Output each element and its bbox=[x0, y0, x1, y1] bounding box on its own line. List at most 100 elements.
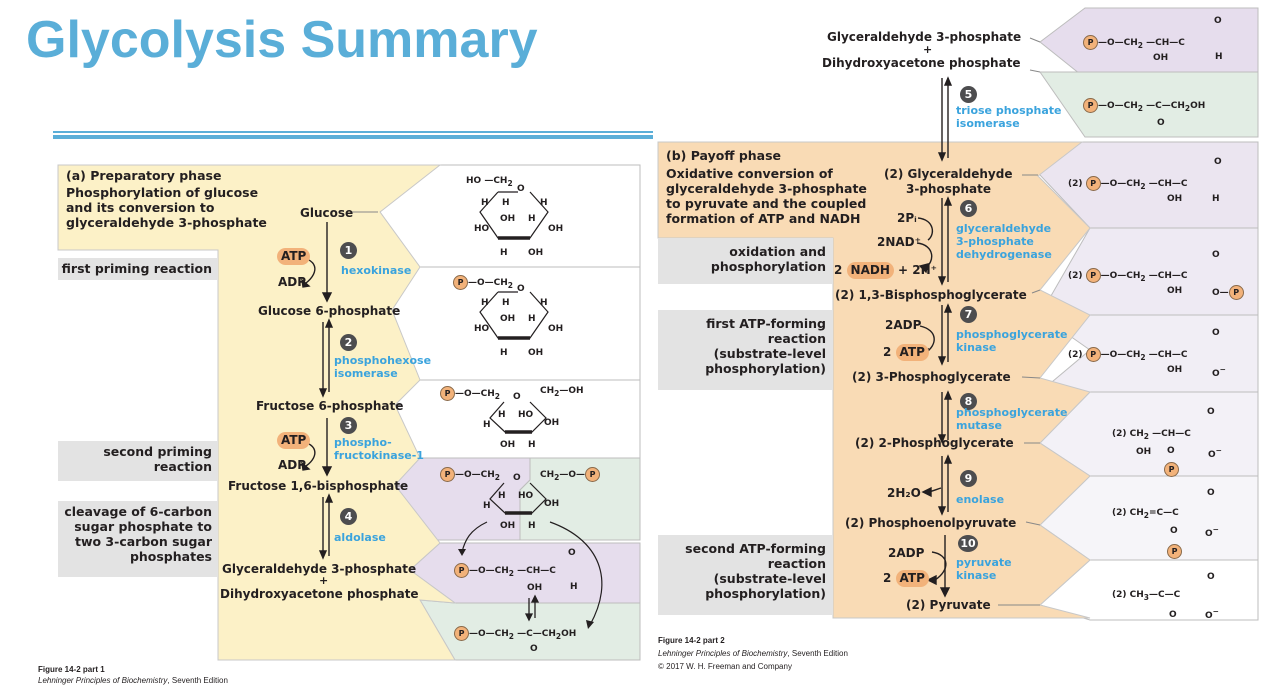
structure-atom-label: H bbox=[528, 521, 536, 531]
diagram-shape bbox=[931, 551, 947, 581]
metabolite-pyruvate: (2) Pyruvate bbox=[906, 598, 991, 612]
phosphate-group-icon: P bbox=[1164, 462, 1179, 477]
enzyme-pyruvate-kinase-1: pyruvate bbox=[956, 556, 1012, 569]
enzyme-pgk-1: phosphoglycerate bbox=[956, 328, 1068, 341]
water-output: 2H₂O bbox=[887, 486, 921, 500]
structure-atom-label: H bbox=[540, 298, 548, 308]
structure-atom-label: HO bbox=[474, 224, 490, 234]
top-metabolite-dhap: Dihydroxyacetone phosphate bbox=[822, 56, 1021, 70]
structure-atom-label: O bbox=[513, 392, 521, 402]
metabolite-glucose: Glucose bbox=[300, 206, 354, 220]
side-label-line: cleavage of 6-carbon bbox=[64, 504, 212, 519]
structure-atom-label: O bbox=[1167, 446, 1175, 456]
caption-figure-part2: Figure 14-2 part 2 bbox=[658, 636, 725, 645]
nadh-highlight: NADH bbox=[846, 262, 894, 279]
payoff-phase-title: (b) Payoff phase bbox=[666, 148, 782, 163]
structure-atom-label: P bbox=[1167, 544, 1182, 559]
fructose6p-label: P—O—CH2 bbox=[440, 386, 500, 401]
phosphate-group-icon: P bbox=[1228, 285, 1244, 300]
structure-atom-label: OH bbox=[1167, 365, 1183, 375]
diagram-shape bbox=[524, 613, 534, 622]
diagram-shape bbox=[301, 461, 311, 471]
enzyme-phosphohexose-isomerase-2: isomerase bbox=[334, 367, 398, 380]
dhap-structure-label: P—O—CH2 —C—CH2OH bbox=[454, 626, 576, 641]
structure-atom-label: O− bbox=[1208, 446, 1222, 460]
structure-atom-label: HO bbox=[518, 410, 534, 420]
diagram-shape bbox=[549, 521, 603, 626]
g3p-structure-label: P—O—CH2 —CH—C bbox=[454, 563, 556, 578]
structure-atom-label: OH bbox=[548, 324, 564, 334]
structure-atom-label: O bbox=[1170, 526, 1178, 536]
enzyme-triose-phosphate-isomerase-2: isomerase bbox=[956, 117, 1020, 130]
enzyme-enolase: enolase bbox=[956, 493, 1005, 506]
fbp-structure-box-green bbox=[519, 457, 641, 541]
phosphate-group-icon: P bbox=[440, 386, 455, 401]
preparatory-phase-panel bbox=[57, 164, 457, 661]
top-metabolite-g3p: Glyceraldehyde 3-phosphate bbox=[827, 30, 1022, 44]
metabolite-2-glyceraldehyde: (2) Glyceraldehyde bbox=[884, 167, 1013, 181]
diagram-shape bbox=[943, 303, 953, 313]
diagram-shape bbox=[1021, 376, 1041, 379]
structure-atom-label: OH bbox=[1167, 286, 1183, 296]
diagram-shape bbox=[530, 594, 540, 603]
metabolite-phosphoenolpyruvate: (2) Phosphoenolpyruvate bbox=[845, 516, 1017, 530]
pyruvate-structure: (2) CH3—C—C bbox=[1112, 590, 1181, 602]
glucose-ch2oh-label: HO —CH2 bbox=[466, 176, 513, 188]
structure-atom-label: H bbox=[528, 314, 536, 324]
step-badge-7: 7 bbox=[960, 306, 977, 323]
diagram-shape bbox=[937, 152, 947, 162]
structure-atom-label: O bbox=[1157, 118, 1165, 128]
structure-atom-label: H bbox=[528, 214, 536, 224]
diagram-shape bbox=[926, 574, 937, 586]
side-label-line: phosphorylation) bbox=[705, 361, 826, 376]
3pg-structure: (2) P—O—CH2 —CH—C bbox=[1068, 347, 1188, 362]
structure-atom-label: OH bbox=[528, 348, 544, 358]
side-label-line: oxidation and bbox=[729, 244, 826, 259]
title-underline-thick bbox=[53, 135, 653, 139]
step-badge-5: 5 bbox=[960, 86, 977, 103]
enzyme-hexokinase: hexokinase bbox=[341, 264, 412, 277]
enzyme-gapdh-3: dehydrogenase bbox=[956, 248, 1052, 261]
diagram-shape bbox=[943, 76, 953, 86]
side-label-line: second ATP-forming bbox=[685, 541, 826, 556]
adp-output-step3: ADP bbox=[278, 458, 307, 472]
structure-atom-label: OH bbox=[1136, 447, 1152, 457]
glucose6p-label: P—O—CH2 bbox=[453, 275, 513, 290]
side-label-oxidation: oxidation and phosphorylation bbox=[658, 244, 826, 274]
diagram-shape bbox=[1025, 521, 1041, 526]
diagram-shape bbox=[939, 587, 951, 598]
phosphate-group-icon: P bbox=[454, 563, 469, 578]
diagram-shape bbox=[318, 388, 328, 398]
payoff-phase-desc-4: formation of ATP and NADH bbox=[666, 211, 861, 226]
structure-atom-label: H bbox=[502, 298, 510, 308]
side-label-line: (substrate-level bbox=[713, 571, 826, 586]
diagram-shape bbox=[324, 318, 334, 328]
side-label-line: first priming reaction bbox=[61, 261, 212, 276]
phosphate-group-icon: P bbox=[1085, 176, 1101, 191]
phosphate-group-icon: P bbox=[1085, 347, 1101, 362]
diagram-shape bbox=[321, 292, 333, 303]
payoff-phase-desc-3: to pyruvate and the coupled bbox=[666, 196, 867, 211]
adp-output-step1: ADP bbox=[278, 275, 307, 289]
metabolite-13-bisphosphoglycerate: (2) 1,3-Bisphosphoglycerate bbox=[835, 288, 1027, 302]
pep-structure: (2) CH2=C—C bbox=[1112, 508, 1179, 520]
structure-atom-label: H bbox=[498, 410, 506, 420]
structure-atom-label: OH bbox=[1153, 53, 1169, 63]
structure-atom-label: H bbox=[500, 248, 508, 258]
nad-input: 2NAD⁺ bbox=[877, 235, 921, 249]
pi-input: 2Pᵢ bbox=[897, 211, 917, 225]
enzyme-aldolase: aldolase bbox=[334, 531, 386, 544]
atp-output-step7: 2 ATP bbox=[883, 344, 929, 361]
preparatory-phase-title: (a) Preparatory phase bbox=[66, 168, 222, 183]
caption-source-part1: Lehninger Principles of Biochemistry, Se… bbox=[38, 676, 228, 685]
diagram-shape bbox=[937, 506, 947, 516]
structure-atom-label: O bbox=[1207, 572, 1215, 582]
top-dhap-structure: P—O—CH2 —C—CH2OH bbox=[1083, 98, 1205, 113]
metabolite-dihydroxyacetone-phosphate: Dihydroxyacetone phosphate bbox=[220, 587, 419, 601]
atp-input-step3: ATP bbox=[277, 432, 311, 449]
structure-atom-label: H bbox=[528, 440, 536, 450]
diagram-shape bbox=[1029, 69, 1041, 73]
side-label-first-priming: first priming reaction bbox=[58, 261, 212, 276]
side-label-line: reaction bbox=[767, 556, 826, 571]
